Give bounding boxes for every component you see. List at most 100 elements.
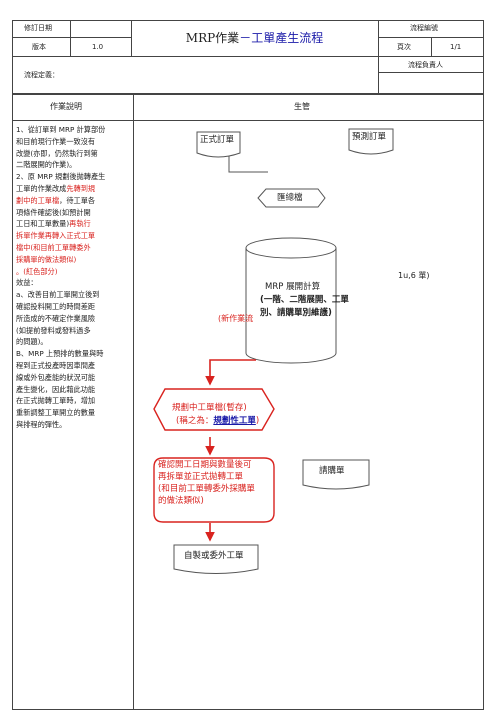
mrp-detail-label: 別、請購單別維護) [260, 308, 332, 318]
description-text-segment: 。(紅色部分) [16, 266, 58, 276]
description-line: 拆單作業再轉入正式工單 [16, 230, 131, 242]
description-line: 效益： [16, 277, 131, 289]
description-text-segment: 採購單的做法類似) [16, 254, 77, 264]
description-line: 在正式拋轉工單時，增加 [16, 395, 131, 407]
divider [378, 72, 484, 73]
description-text-segment: 在正式拋轉工單時，增加 [16, 396, 96, 406]
divider [131, 20, 132, 56]
purchase-request-shape [302, 459, 370, 490]
self-made-order-label: 自製或委外工單 [184, 551, 244, 561]
mrp-cylinder-top [245, 237, 337, 259]
side-note: 1u,6 單) [398, 271, 430, 280]
divider [12, 120, 484, 121]
title-prefix: MRP作業 [185, 31, 240, 45]
confirm-shape [153, 457, 275, 523]
description-text-segment: 所造成的不確定作業風險 [16, 313, 96, 323]
description-line: 。(紅色部分) [16, 266, 131, 278]
description-text-segment: 項條件確認後(如預計開 [16, 207, 91, 217]
planned-order-alias-suffix: ) [255, 416, 260, 426]
description-line: 重新調整工單開立的數量 [16, 407, 131, 419]
summary-shape [257, 188, 326, 208]
summary-label: 匯總檔 [277, 193, 303, 203]
description-line: 所造成的不確定作業風險 [16, 313, 131, 325]
description-line: 產生變化，因此藉此功能 [16, 384, 131, 396]
description-text-segment: 程到正式投產時因車間產 [16, 360, 96, 370]
description-text-segment: 再執行 [69, 219, 91, 229]
description-text-segment: 工日和工單數量) [16, 219, 70, 229]
process-no-label: 流程編號 [410, 24, 438, 32]
confirm-label: 的做法類似) [158, 496, 204, 506]
description-text-segment: 重新調整工單開立的數量 [16, 408, 96, 418]
description-text: 1、從訂單到 MRP 計算部份和目前現行作業一致沒有改變(亦即，仍然執行到第二階… [16, 124, 131, 431]
confirm-label: 確認開工日期與數量後可 [158, 460, 252, 470]
description-line: 2、原 MRP 規劃後拋轉產生 [16, 171, 131, 183]
planned-order-label: 規劃中工單檔(暫存) [172, 403, 247, 413]
description-text-segment: 檔中(和目前工單轉委外 [16, 242, 91, 252]
description-text-segment: 和目前現行作業一致沒有 [16, 136, 96, 146]
description-text-segment: a、改善目前工單開立後到 [16, 290, 100, 300]
description-text-segment: 改變(亦即，仍然執行到第 [16, 148, 98, 158]
description-line: 確認投料開工的時間差距 [16, 301, 131, 313]
description-text-segment: 劃中的工單檔 [16, 195, 60, 205]
process-owner-label: 流程負責人 [408, 61, 443, 69]
description-line: 工日和工單數量)再執行 [16, 218, 131, 230]
description-text-segment: 效益： [16, 278, 38, 288]
title-suffix: －工單產生流程 [239, 31, 324, 45]
column-header-production: 生管 [294, 102, 310, 111]
header-grid [12, 20, 484, 94]
formal-order-shape [196, 131, 241, 158]
description-text-segment: 的問題)。 [16, 337, 48, 347]
self-made-order-shape [173, 544, 259, 574]
description-text-segment: 產生變化，因此藉此功能 [16, 384, 96, 394]
description-line: 1、從訂單到 MRP 計算部份 [16, 124, 131, 136]
description-line: 檔中(和目前工單轉委外 [16, 242, 131, 254]
description-line: 項條件確認後(如預計開 [16, 207, 131, 219]
description-text-segment: 二階展開的作業)。 [16, 160, 77, 170]
version-label: 版本 [32, 43, 46, 51]
mrp-label: MRP 展開計算 [265, 282, 321, 292]
description-line: a、改善目前工單開立後到 [16, 289, 131, 301]
description-line: (如提前發料或發料過多 [16, 325, 131, 337]
description-text-segment: 與排程的彈性。 [16, 419, 67, 429]
description-text-segment: 先轉到規 [66, 183, 96, 193]
description-line: 線或外包產能的狀況可能 [16, 372, 131, 384]
planned-order-alias: (稱之為：規劃性工單) [176, 417, 259, 426]
planned-order-alias-term: 規劃性工單 [213, 416, 256, 426]
description-text-segment: 線或外包產能的狀況可能 [16, 372, 96, 382]
mrp-cylinder [245, 248, 337, 364]
revision-date-label: 修訂日期 [24, 24, 52, 32]
description-line: 採購單的做法類似) [16, 254, 131, 266]
divider [133, 94, 134, 710]
description-text-segment: 確認投料開工的時間差距 [16, 301, 96, 311]
version-value: 1.0 [92, 43, 104, 51]
description-text-segment: 工單的作業改成 [16, 183, 67, 193]
description-line: B、MRP 上預排的數量與時 [16, 348, 131, 360]
divider [378, 20, 379, 94]
page-value: 1/1 [450, 43, 462, 51]
process-definition-label: 流程定義： [24, 71, 59, 79]
formal-order-label: 正式訂單 [200, 135, 235, 145]
mrp-detail-label: (一階、二階展開、工單 [260, 295, 349, 305]
divider [70, 20, 71, 56]
description-line: 的問題)。 [16, 336, 131, 348]
purchase-request-label: 請購單 [319, 466, 345, 476]
flow-connectors [153, 128, 394, 574]
description-text-segment: 2、原 MRP 規劃後拋轉產生 [16, 172, 106, 182]
description-line: 工單的作業改成先轉到規 [16, 183, 131, 195]
divider [431, 37, 432, 56]
connector-line [228, 156, 268, 173]
flow-sheet: 修訂日期 版本 1.0 MRP作業－工單產生流程 流程編號 頁次 1/1 流程定… [12, 20, 484, 710]
description-text-segment: ，待工單各 [59, 195, 96, 205]
planned-order-alias-prefix: (稱之為： [176, 416, 214, 426]
description-line: 和目前現行作業一致沒有 [16, 136, 131, 148]
red-connector [205, 359, 256, 386]
page-label: 頁次 [397, 43, 411, 51]
forecast-order-shape [348, 128, 394, 155]
description-text-segment: (如提前發料或發料過多 [16, 325, 91, 335]
new-operation-note: (新作業流 [218, 314, 254, 323]
column-header-description: 作業說明 [50, 102, 82, 111]
confirm-label: 再拆單並正式拋轉工單 [158, 472, 244, 482]
description-text-segment: 1、從訂單到 MRP 計算部份 [16, 125, 106, 134]
description-line: 改變(亦即，仍然執行到第 [16, 148, 131, 160]
description-line: 與排程的彈性。 [16, 419, 131, 431]
